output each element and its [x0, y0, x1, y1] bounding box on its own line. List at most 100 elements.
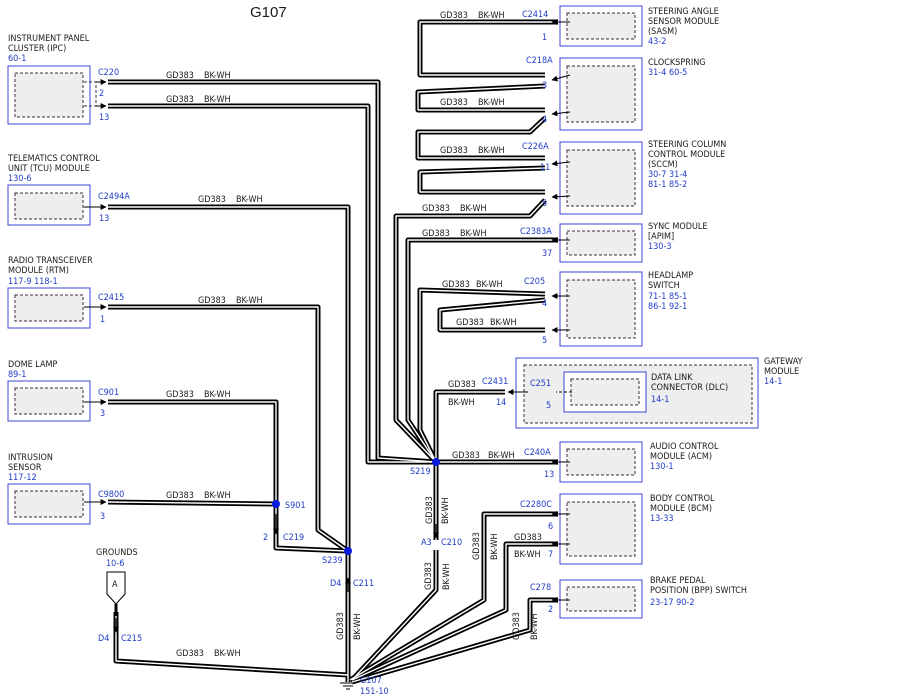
rtm-name-2: MODULE (RTM) — [8, 266, 69, 276]
wire-sccm5-circuit: GD383 — [422, 204, 450, 214]
clk-connector: C218A — [526, 56, 553, 66]
bcm-pin-6: 6 — [548, 522, 553, 532]
svg-text:S219: S219 — [410, 467, 431, 477]
wire-labels: GD383 BK-WH GD383 BK-WH GD383 BK-WH GD38… — [166, 11, 542, 659]
diagram-title: G107 — [250, 4, 287, 21]
ipc-name-2: CLUSTER (IPC) — [8, 44, 66, 54]
ipc-name-1: INSTRUMENT PANEL — [8, 34, 90, 44]
bpp-pin: 2 — [548, 605, 553, 615]
wire-ipc13-circuit: GD383 — [166, 95, 194, 105]
tcu-pin: 13 — [99, 214, 109, 224]
wire-acm-color: BK-WH — [488, 451, 515, 461]
wire-bpp-color: BK-WH — [530, 613, 540, 640]
intr-name-2: SENSOR — [8, 463, 42, 473]
module-bpp-switch[interactable]: BRAKE PEDAL POSITION (BPP) SWITCH 23-17 … — [530, 576, 747, 619]
wire-clk-circuit: GD383 — [440, 98, 468, 108]
inline-connector-c219: 2 C219 — [263, 514, 304, 543]
hls-name-1: HEADLAMP — [648, 271, 693, 281]
rtm-name-1: RADIO TRANSCEIVER — [8, 256, 93, 266]
tcu-name-1: TELEMATICS CONTROL — [7, 154, 100, 164]
acm-ref: 130-1 — [650, 462, 674, 472]
wire-sasm-color: BK-WH — [478, 11, 505, 21]
wire-hls5-color: BK-WH — [490, 318, 517, 328]
wire-hls4-color: BK-WH — [476, 280, 503, 290]
module-bcm[interactable]: BODY CONTROL MODULE (BCM) 13-33 C2280C 6… — [520, 493, 715, 565]
wire-dome-circuit: GD383 — [166, 390, 194, 400]
intr-pin: 3 — [100, 512, 105, 522]
bpp-name-2: POSITION (BPP) SWITCH — [650, 586, 747, 596]
splice-s219: S219 — [410, 458, 440, 477]
svg-text:C211: C211 — [353, 579, 374, 589]
acm-name-2: MODULE (ACM) — [650, 452, 712, 462]
module-rtm[interactable]: RADIO TRANSCEIVER MODULE (RTM) 117-9 118… — [7, 256, 124, 329]
sccm-name-1: STEERING COLUMN — [648, 140, 726, 150]
sccm-name-2: CONTROL MODULE — [648, 150, 725, 160]
wire-gwm-color: BK-WH — [448, 398, 475, 408]
splice-s239: S239 — [322, 547, 352, 566]
svg-text:D4: D4 — [330, 579, 341, 589]
sccm-pin-11: 11 — [540, 163, 550, 173]
grounds-symbol: A — [112, 580, 118, 590]
wire-sasm-circuit: GD383 — [440, 11, 468, 21]
wire-intr-circuit: GD383 — [166, 491, 194, 501]
module-tcu[interactable]: TELEMATICS CONTROL UNIT (TCU) MODULE 130… — [7, 154, 130, 226]
inline-connector-c215: D4 C215 — [98, 618, 142, 644]
module-gateway[interactable]: GATEWAY MODULE 14-1 C2431 14 DATA LINK C… — [482, 357, 803, 429]
ground-ref: 151-10 — [360, 687, 389, 696]
svg-text:2: 2 — [263, 533, 268, 543]
svg-text:C210: C210 — [441, 538, 462, 548]
svg-text:S901: S901 — [285, 501, 306, 511]
module-clockspring[interactable]: CLOCKSPRING 31-4 60-5 C218A 3 4 — [526, 56, 706, 131]
bcm-ref: 13-33 — [650, 514, 674, 524]
gwm-connector: C2431 — [482, 377, 508, 387]
wire-dome-color: BK-WH — [204, 390, 231, 400]
module-apim[interactable]: SYNC MODULE [APIM] 130-3 C2383A 37 — [520, 222, 708, 263]
wire-c211-color: BK-WH — [353, 613, 363, 640]
intr-ref: 117-12 — [8, 473, 37, 483]
wire-tcu-color: BK-WH — [236, 195, 263, 205]
bpp-ref: 23-17 90-2 — [650, 598, 694, 608]
bcm-pin-7: 7 — [548, 550, 553, 560]
wire-harness — [107, 19, 558, 685]
intr-connector: C9800 — [98, 490, 124, 500]
wire-bcm7-circuit: GD383 — [514, 533, 542, 543]
clk-ref: 31-4 60-5 — [648, 68, 687, 78]
svg-text:D4: D4 — [98, 634, 109, 644]
sccm-name-3: (SCCM) — [648, 160, 678, 170]
sccm-connector: C226A — [522, 142, 549, 152]
rtm-connector: C2415 — [98, 293, 124, 303]
wire-acm-circuit: GD383 — [452, 451, 480, 461]
gwm-name-1: GATEWAY — [764, 357, 803, 367]
rtm-ref: 117-9 118-1 — [8, 277, 58, 287]
bpp-name-1: BRAKE PEDAL — [650, 576, 706, 586]
gwm-ref: 14-1 — [764, 377, 782, 387]
module-dlc[interactable]: DATA LINK CONNECTOR (DLC) 14-1 C251 5 — [530, 371, 728, 413]
module-headlamp-switch[interactable]: HEADLAMP SWITCH 71-1 85-1 86-1 92-1 C205… — [524, 271, 693, 347]
wire-s219-color: BK-WH — [441, 497, 451, 524]
inline-connector-c210: A3 C210 — [421, 524, 462, 548]
bcm-name-1: BODY CONTROL — [650, 494, 715, 504]
sasm-name-3: (SASM) — [648, 27, 677, 37]
tcu-name-2: UNIT (TCU) MODULE — [8, 164, 90, 174]
wire-rtm-color: BK-WH — [236, 296, 263, 306]
gwm-pin: 14 — [496, 398, 506, 408]
acm-connector: C240A — [524, 448, 551, 458]
module-ipc[interactable]: INSTRUMENT PANEL CLUSTER (IPC) 60-1 C220… — [7, 34, 119, 125]
module-acm[interactable]: AUDIO CONTROL MODULE (ACM) 130-1 C240A 1… — [524, 441, 719, 483]
inline-connector-c211: D4 C211 — [330, 577, 374, 592]
wire-c210-circuit: GD383 — [424, 562, 434, 590]
sasm-pin: 1 — [542, 33, 547, 43]
module-dome-lamp[interactable]: DOME LAMP 89-1 C901 3 — [7, 360, 119, 422]
module-sccm[interactable]: STEERING COLUMN CONTROL MODULE (SCCM) 30… — [522, 140, 726, 215]
svg-text:C219: C219 — [283, 533, 304, 543]
sccm-ref-2: 81-1 85-2 — [648, 180, 687, 190]
wire-bcm7-color: BK-WH — [514, 550, 541, 560]
wire-clk-color: BK-WH — [478, 98, 505, 108]
module-intrusion-sensor[interactable]: INTRUSION SENSOR 117-12 C9800 3 — [7, 453, 124, 525]
apim-pin: 37 — [542, 249, 552, 259]
ipc-inner — [14, 72, 84, 118]
hls-ref-2: 86-1 92-1 — [648, 302, 687, 312]
sasm-connector: C2414 — [522, 10, 548, 20]
module-sasm[interactable]: STEERING ANGLE SENSOR MODULE (SASM) 43-2… — [522, 5, 719, 47]
dome-pin: 3 — [100, 409, 105, 419]
